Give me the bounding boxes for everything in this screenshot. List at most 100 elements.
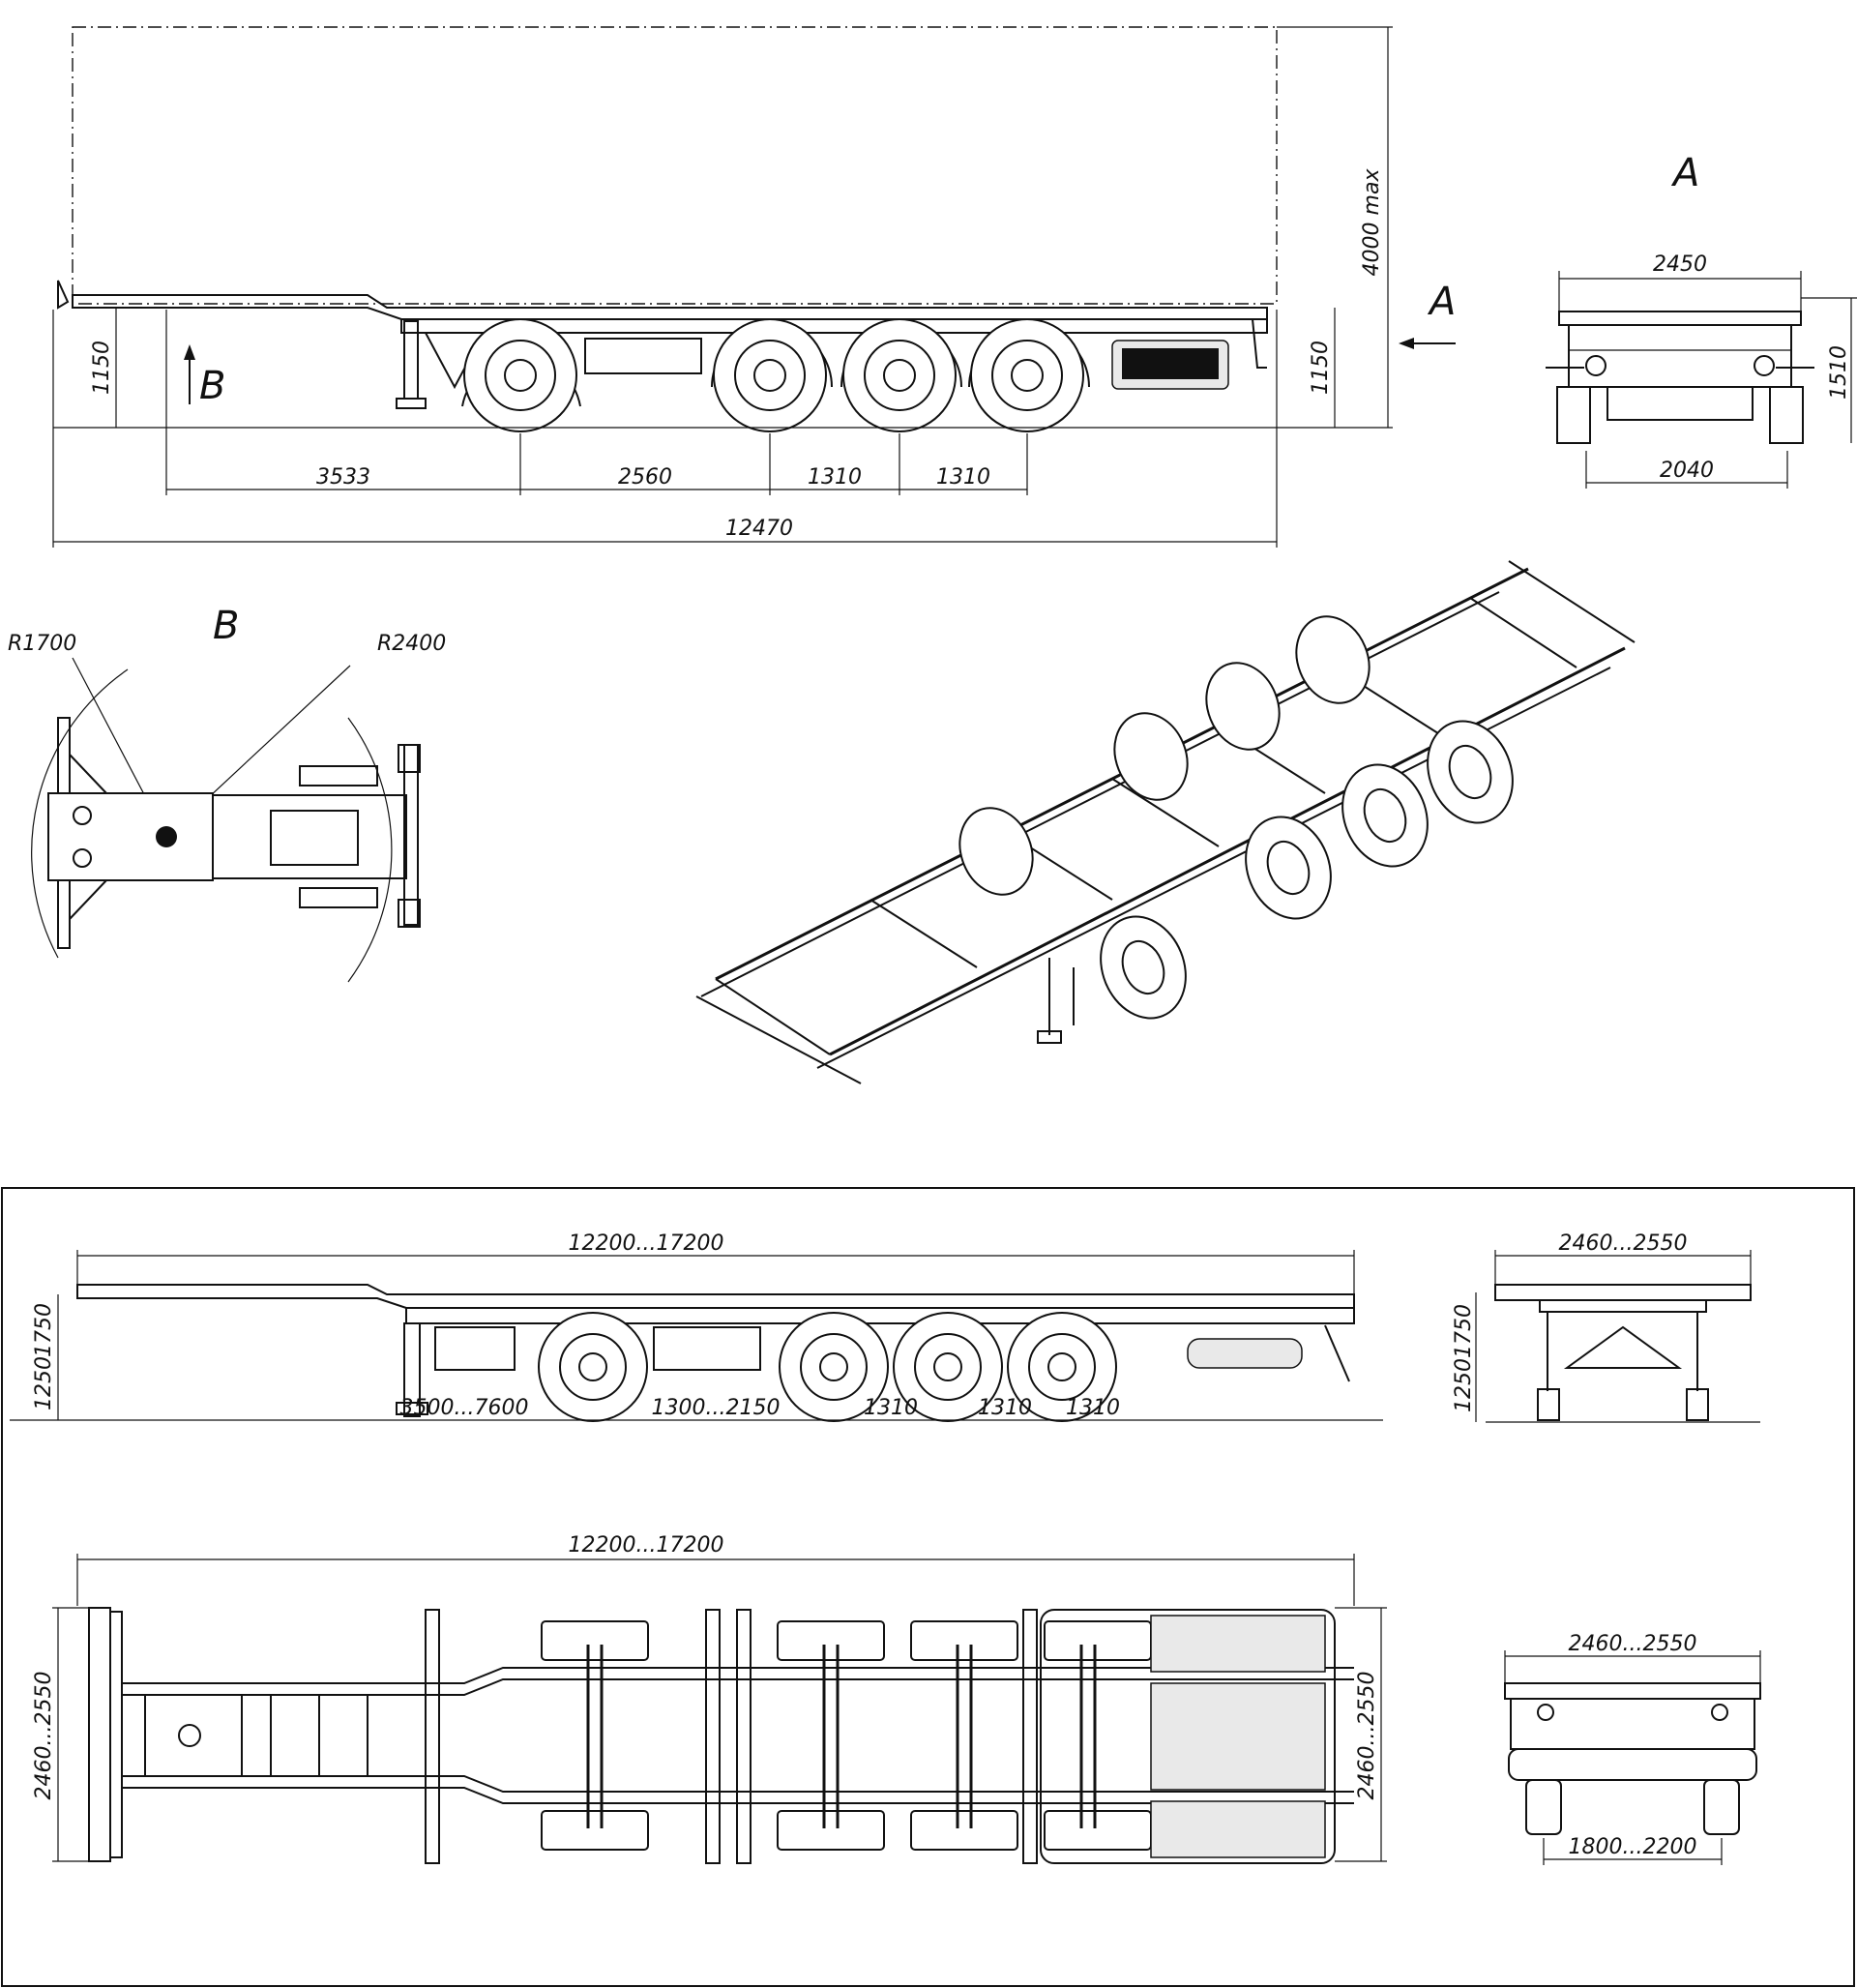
bottom-front-width-label: 2460...2550 bbox=[1569, 1632, 1697, 1656]
plan-width-right-label: 2460...2550 bbox=[1355, 1672, 1379, 1800]
plan-perforated-plate-bottom bbox=[1150, 1800, 1326, 1858]
plan-crossbar-2 bbox=[705, 1609, 721, 1864]
axle-3-4-label: 1310 bbox=[936, 465, 990, 490]
axle-2-3-label: 1310 bbox=[808, 465, 862, 490]
bottom-axle-gap-3-label: 1310 bbox=[1066, 1396, 1120, 1420]
overall-length-label: 12470 bbox=[725, 517, 793, 541]
side-toolbox bbox=[584, 338, 702, 374]
rear-light-bracket bbox=[1252, 318, 1267, 369]
plan-perforated-plate-top bbox=[1150, 1615, 1326, 1673]
plan-length-label: 12200...17200 bbox=[569, 1533, 724, 1558]
view-a-arrow bbox=[1399, 338, 1414, 349]
plan-right-rail bbox=[122, 1787, 1354, 1804]
bottom-height-max-label: 1750 bbox=[32, 1303, 56, 1357]
bottom-wheel-4 bbox=[1007, 1312, 1117, 1422]
view-b-title: B bbox=[213, 604, 239, 648]
bottom-rear-crossmember bbox=[1494, 1284, 1752, 1301]
view-b-plan-detail: B R1700 R2400 bbox=[8, 604, 446, 983]
wheel-4 bbox=[970, 318, 1084, 432]
bottom-front-crossmember bbox=[1504, 1682, 1761, 1700]
iso-wheels-near bbox=[1100, 720, 1514, 1020]
bottom-length-label: 12200...17200 bbox=[569, 1231, 724, 1256]
bottom-plan-view: 12200...17200 bbox=[32, 1533, 1387, 1864]
kingpin bbox=[156, 826, 177, 847]
plan-axle-1 bbox=[541, 1620, 649, 1851]
gooseneck-frame-plan bbox=[212, 794, 407, 879]
view-b-arrow-label: B bbox=[199, 364, 225, 408]
bottom-front-tyre-right bbox=[1703, 1779, 1740, 1835]
bottom-side-view: 12200...17200 1250 1750 3500...7600 1300… bbox=[10, 1231, 1383, 1422]
rear-tyre-left bbox=[1556, 386, 1591, 444]
iso-rear-bolster bbox=[1508, 560, 1636, 643]
bottom-rear-height-min-label: 1250 bbox=[1452, 1358, 1476, 1412]
bottom-wheel-1 bbox=[538, 1312, 648, 1422]
main-beam bbox=[400, 318, 1268, 334]
plan-rear-deck bbox=[1040, 1609, 1336, 1864]
isometric-view bbox=[695, 560, 1636, 1084]
swing-radius-arc bbox=[347, 717, 393, 983]
landing-gear-foot bbox=[396, 398, 427, 409]
iso-front-bolster bbox=[695, 995, 862, 1084]
plan-crossbar-1 bbox=[425, 1609, 440, 1864]
plan-perforated-plate-mid bbox=[1150, 1682, 1326, 1791]
plan-crossbar-3 bbox=[736, 1609, 752, 1864]
view-a-track-label: 2040 bbox=[1660, 459, 1714, 483]
container-envelope-outline bbox=[72, 26, 1278, 305]
view-a-height-label: 1510 bbox=[1827, 345, 1851, 400]
axle-1-2-label: 2560 bbox=[618, 465, 672, 490]
wheel-3 bbox=[842, 318, 957, 432]
bottom-axle-gap-2-label: 1310 bbox=[978, 1396, 1032, 1420]
plan-left-rail bbox=[122, 1667, 1354, 1684]
bottom-rear-width-label: 2460...2550 bbox=[1559, 1231, 1688, 1256]
kingpin-plate bbox=[47, 792, 214, 881]
plan-kingpin-plate bbox=[144, 1694, 243, 1777]
rear-tyre-right bbox=[1769, 386, 1804, 444]
gooseneck-deck bbox=[72, 294, 1268, 320]
view-b-arrow bbox=[184, 344, 195, 360]
plan-axle-3 bbox=[910, 1620, 1018, 1851]
wheel-2 bbox=[713, 318, 827, 432]
mid-slider-frame bbox=[653, 1326, 761, 1371]
height-max-label: 4000 max bbox=[1360, 168, 1384, 277]
plan-axle-4 bbox=[1044, 1620, 1152, 1851]
rear-height-label: 1150 bbox=[1309, 341, 1333, 395]
kingpin-to-axle-label: 3533 bbox=[316, 465, 370, 490]
fifth-wheel-height-label: 1150 bbox=[90, 341, 114, 395]
axle-housing bbox=[1606, 386, 1754, 421]
view-a-width-label: 2450 bbox=[1653, 252, 1707, 277]
bottom-axle-gap-1-label: 1310 bbox=[864, 1396, 918, 1420]
iso-right-rail bbox=[829, 646, 1626, 1056]
view-a-title: A bbox=[1670, 151, 1699, 195]
bottom-wheel-2 bbox=[779, 1312, 889, 1422]
rear-lamp-left bbox=[1585, 355, 1606, 376]
plan-front-bolster bbox=[88, 1607, 111, 1862]
bottom-rear-height-max-label: 1750 bbox=[1452, 1304, 1476, 1358]
front-radius-label: R1700 bbox=[8, 632, 76, 656]
view-a-arrow-label: A bbox=[1427, 280, 1456, 324]
bottom-front-tyre-left bbox=[1525, 1779, 1562, 1835]
bottom-landing-gear bbox=[403, 1322, 421, 1417]
plan-kingpin bbox=[178, 1724, 201, 1747]
bottom-rear-view: 2460...2550 1250 1750 bbox=[1452, 1231, 1760, 1423]
plan-axle-2 bbox=[777, 1620, 885, 1851]
swing-radius-label: R2400 bbox=[377, 632, 446, 656]
wheel-1 bbox=[463, 318, 577, 432]
bottom-front-range-label: 3500...7600 bbox=[400, 1396, 529, 1420]
bottom-wheel-3 bbox=[893, 1312, 1003, 1422]
front-slider-frame bbox=[434, 1326, 516, 1371]
rear-frame bbox=[1568, 324, 1792, 388]
bottom-front-frame bbox=[1510, 1698, 1755, 1750]
front-bolster bbox=[57, 280, 70, 310]
view-a-rear-view: A 2450 2040 1510 bbox=[1546, 151, 1857, 489]
rear-crossmember bbox=[1558, 311, 1802, 326]
bottom-height-min-label: 1250 bbox=[32, 1356, 56, 1410]
plan-crossbar-4 bbox=[1022, 1609, 1038, 1864]
bottom-front-view: 2460...2550 1800...2200 bbox=[1504, 1632, 1761, 1865]
front-swing-radius-arc bbox=[31, 668, 129, 959]
lower-drawing-frame bbox=[1, 1187, 1855, 1987]
top-side-view: 4000 max 1150 1150 B A 3533 2560 1310 13… bbox=[52, 26, 1456, 548]
bottom-front-track-label: 1800...2200 bbox=[1569, 1835, 1697, 1859]
iso-wheels-far bbox=[958, 615, 1371, 896]
bottom-rear-box bbox=[1187, 1338, 1303, 1369]
